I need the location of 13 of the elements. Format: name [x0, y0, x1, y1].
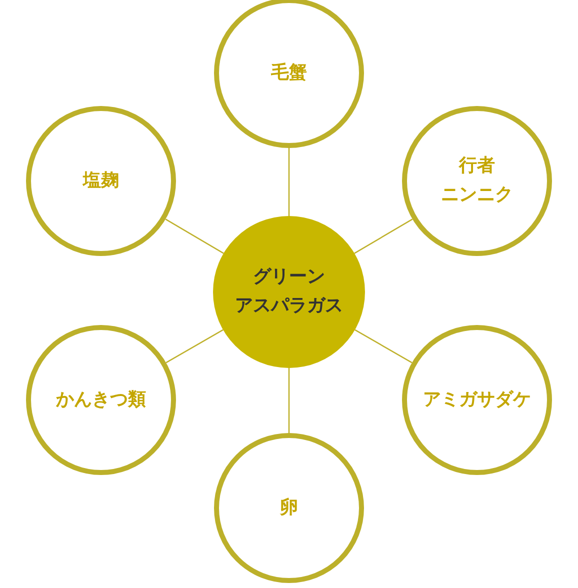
node-label: アミガサダケ: [423, 388, 531, 412]
connector-line: [354, 329, 412, 364]
connector-line: [288, 368, 290, 433]
connector-line: [165, 218, 224, 254]
node-label: グリーンアスパラガス: [235, 265, 343, 318]
connector-line: [288, 148, 290, 216]
node-label: 塩麹: [83, 168, 119, 193]
connector-line: [166, 329, 224, 364]
node-label: 毛蟹: [271, 60, 307, 85]
node-label: かんきつ類: [56, 388, 146, 412]
node-label: 行者ニンニク: [441, 154, 513, 207]
connector-line: [354, 218, 413, 254]
node-label: 卵: [280, 496, 298, 520]
